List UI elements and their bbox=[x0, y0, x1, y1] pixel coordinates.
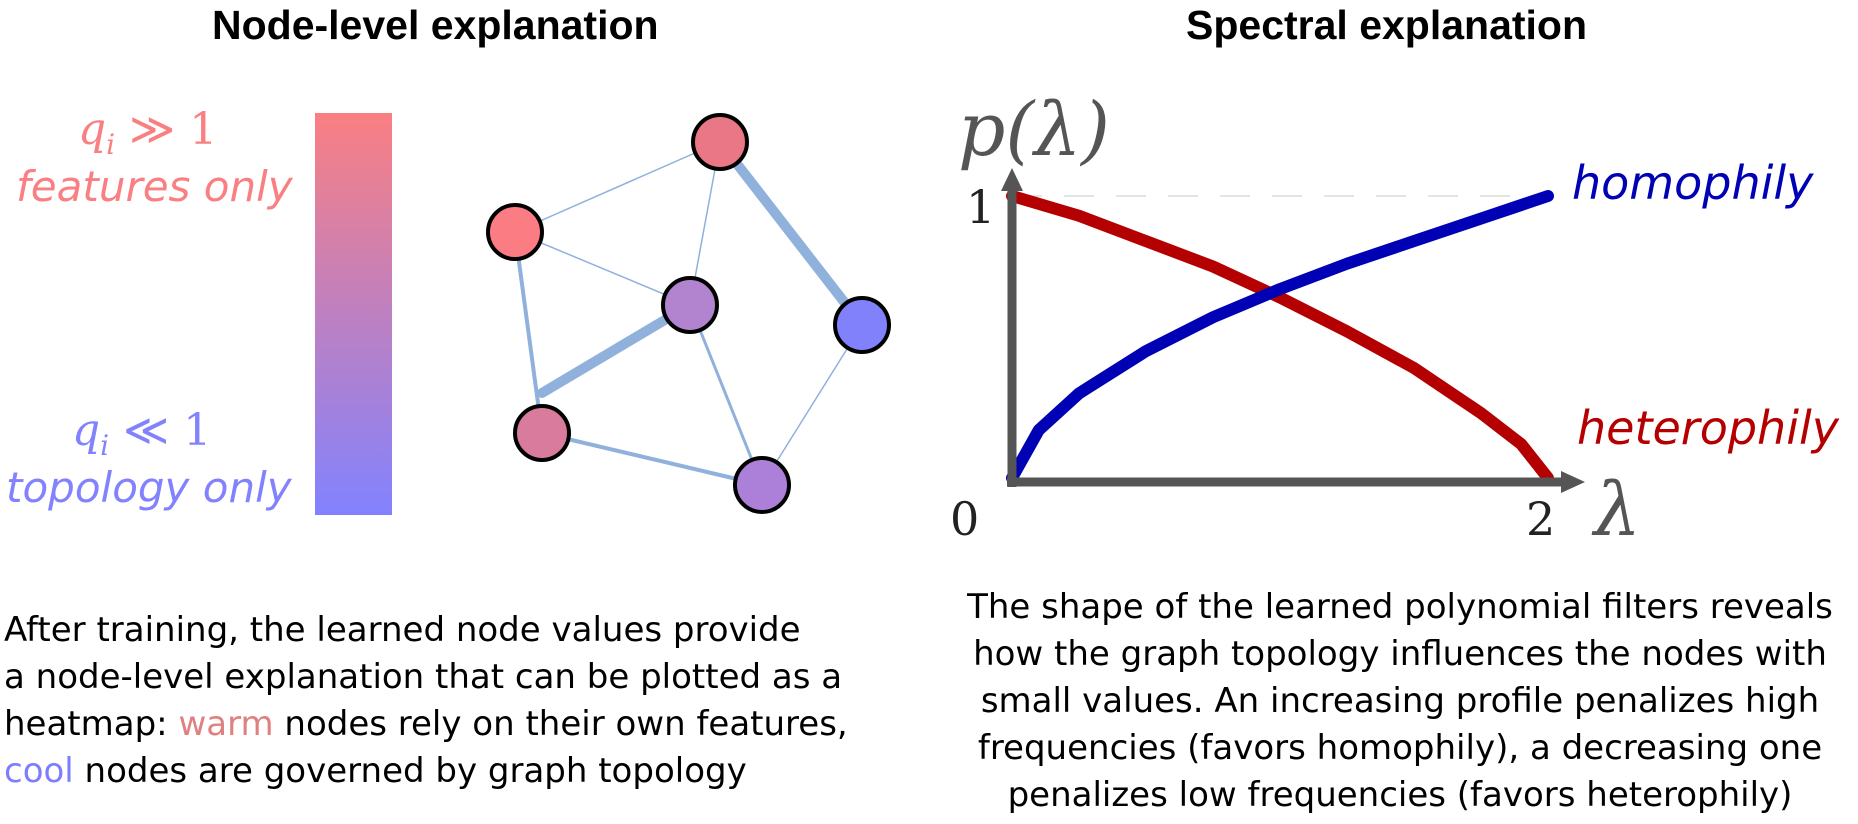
graph-edge bbox=[540, 431, 764, 487]
cool-word: cool bbox=[4, 751, 74, 791]
x-axis-label: λ bbox=[1591, 467, 1641, 553]
y-axis-arrowhead bbox=[1001, 168, 1023, 191]
right-panel-title: Spectral explanation bbox=[1186, 2, 1588, 48]
colorbar-top-label: features only bbox=[16, 162, 293, 211]
graph-node bbox=[833, 296, 891, 354]
graph-edge bbox=[688, 303, 764, 487]
heatmap-colorbar bbox=[315, 113, 392, 515]
graph-node bbox=[513, 404, 571, 462]
colorbar-top-formula: qi ≫ 1 bbox=[78, 104, 218, 161]
origin-tick: 0 bbox=[950, 492, 979, 546]
x-tick-2: 2 bbox=[1526, 492, 1555, 546]
left-panel-title: Node-level explanation bbox=[212, 2, 659, 48]
colorbar-bottom-label: topology only bbox=[6, 463, 292, 512]
spectral-plot: p(λ) λ 1 0 2 homophily heterophily bbox=[950, 87, 1840, 553]
y-axis-label: p(λ) bbox=[958, 87, 1110, 173]
y-tick-1: 1 bbox=[966, 180, 995, 234]
graph-node bbox=[691, 113, 749, 171]
graph-node bbox=[733, 456, 791, 514]
graph-node bbox=[661, 276, 719, 334]
colorbar-bottom-formula: qi ≪ 1 bbox=[72, 405, 212, 462]
left-caption: After training, the learned node values … bbox=[4, 610, 848, 791]
right-caption: The shape of the learned polynomial filt… bbox=[967, 587, 1833, 815]
graph-edge bbox=[514, 141, 721, 233]
heterophily-curve bbox=[1006, 190, 1554, 484]
x-axis-arrowhead bbox=[1561, 471, 1585, 493]
graph-edge bbox=[514, 231, 691, 306]
graph-node bbox=[486, 203, 544, 261]
homophily-label: homophily bbox=[1572, 156, 1814, 210]
warm-word: warm bbox=[178, 704, 274, 744]
graph-edge bbox=[761, 324, 863, 486]
homophily-curve bbox=[1006, 190, 1554, 484]
heterophily-label: heterophily bbox=[1577, 401, 1840, 455]
graph-nodes bbox=[486, 113, 891, 514]
graph-edge bbox=[513, 230, 544, 435]
graph-edge bbox=[715, 137, 867, 330]
